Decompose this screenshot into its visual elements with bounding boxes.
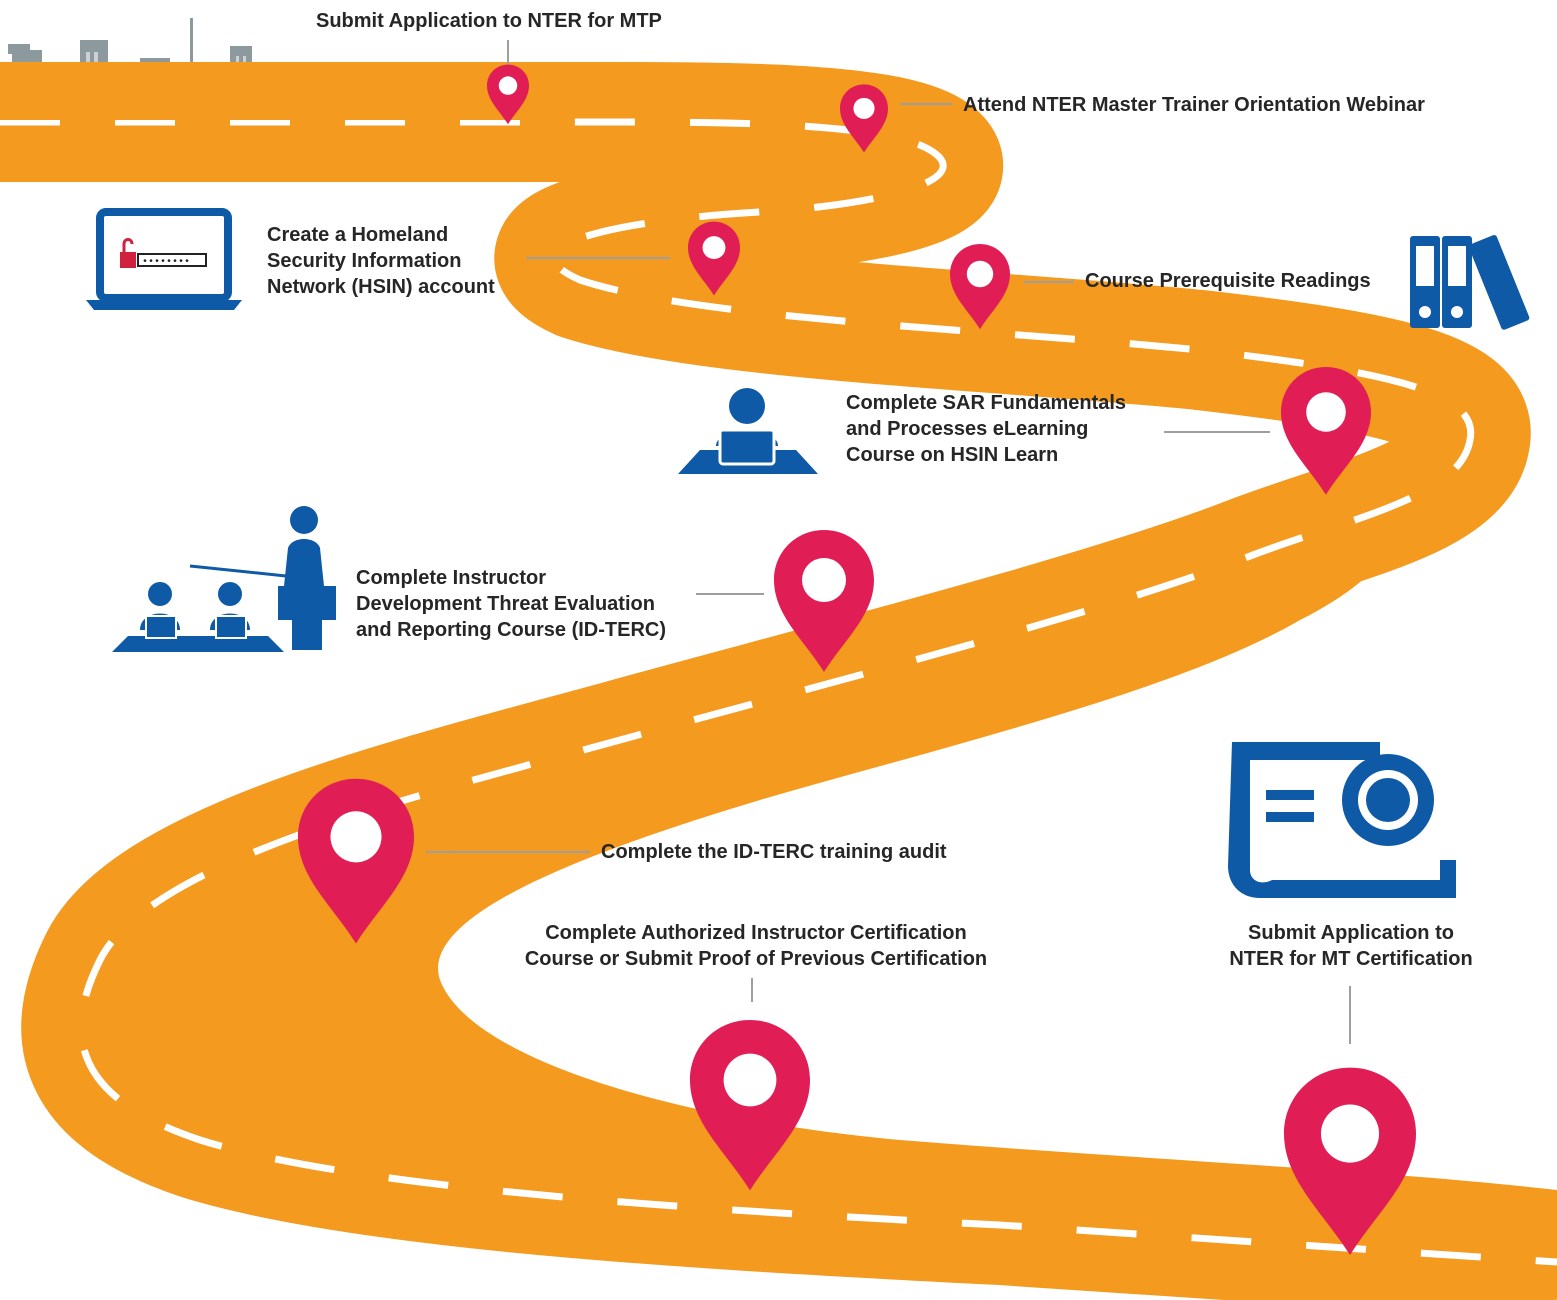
step-label-prerequisite-readings: Course Prerequisite Readings (1085, 268, 1371, 294)
step-label-orientation-webinar: Attend NTER Master Trainer Orientation W… (963, 92, 1425, 118)
step-3-line-2: Security Information (267, 250, 462, 272)
step-label-id-terc-course: Complete Instructor Development Threat E… (356, 565, 666, 643)
map-pin-icon (840, 84, 888, 153)
map-pin-icon (950, 244, 1010, 330)
map-pin-icon (487, 64, 529, 125)
svg-text:••••••••: •••••••• (142, 257, 190, 268)
step-6-line-2: Development Threat Evaluation (356, 593, 655, 615)
classroom-instructor-icon (112, 506, 336, 652)
step-7-line-1: Complete the ID-TERC training audit (601, 841, 947, 863)
step-8-line-1: Complete Authorized Instructor Certifica… (545, 922, 967, 944)
leader-lines (426, 40, 1351, 1044)
step-label-instructor-certification: Complete Authorized Instructor Certifica… (500, 920, 1012, 972)
step-6-line-3: and Reporting Course (ID-TERC) (356, 619, 666, 641)
step-4-line-1: Course Prerequisite Readings (1085, 270, 1371, 292)
step-label-sar-elearning: Complete SAR Fundamentals and Processes … (846, 390, 1126, 468)
road (0, 61, 1557, 1300)
step-label-submit-mtp: Submit Application to NTER for MTP (316, 8, 662, 34)
elearning-user-icon (678, 388, 818, 474)
binders-icon (1410, 235, 1530, 330)
step-9-line-2: NTER for MT Certification (1229, 948, 1473, 970)
map-pin-icon (688, 221, 740, 296)
map-pin-icon (298, 778, 414, 944)
map-pin-icon (690, 1020, 810, 1191)
step-6-line-1: Complete Instructor (356, 567, 547, 589)
step-5-line-2: and Processes eLearning (846, 418, 1089, 440)
map-pin-icon (774, 530, 874, 672)
step-label-mt-certification: Submit Application to NTER for MT Certif… (1206, 920, 1496, 972)
step-5-line-3: Course on HSIN Learn (846, 444, 1059, 466)
step-8-line-2: Course or Submit Proof of Previous Certi… (524, 948, 988, 970)
certificate-icon (1228, 742, 1456, 898)
step-3-line-1: Create a Homeland (267, 224, 449, 246)
step-3-line-3: Network (HSIN) account (267, 276, 495, 298)
step-label-training-audit: Complete the ID-TERC training audit (601, 839, 947, 865)
step-label-hsin-account: Create a Homeland Security Information N… (267, 222, 495, 300)
map-pins (298, 64, 1416, 1256)
map-pin-icon (1281, 367, 1371, 495)
step-9-line-1: Submit Application to (1248, 922, 1454, 944)
step-2-line-1: Attend NTER Master Trainer Orientation W… (963, 94, 1425, 116)
map-pin-icon (1284, 1067, 1416, 1256)
laptop-lock-icon: •••••••• (86, 208, 242, 310)
step-1-line-1: Submit Application to NTER for MTP (316, 10, 662, 32)
step-5-line-1: Complete SAR Fundamentals (846, 392, 1127, 414)
